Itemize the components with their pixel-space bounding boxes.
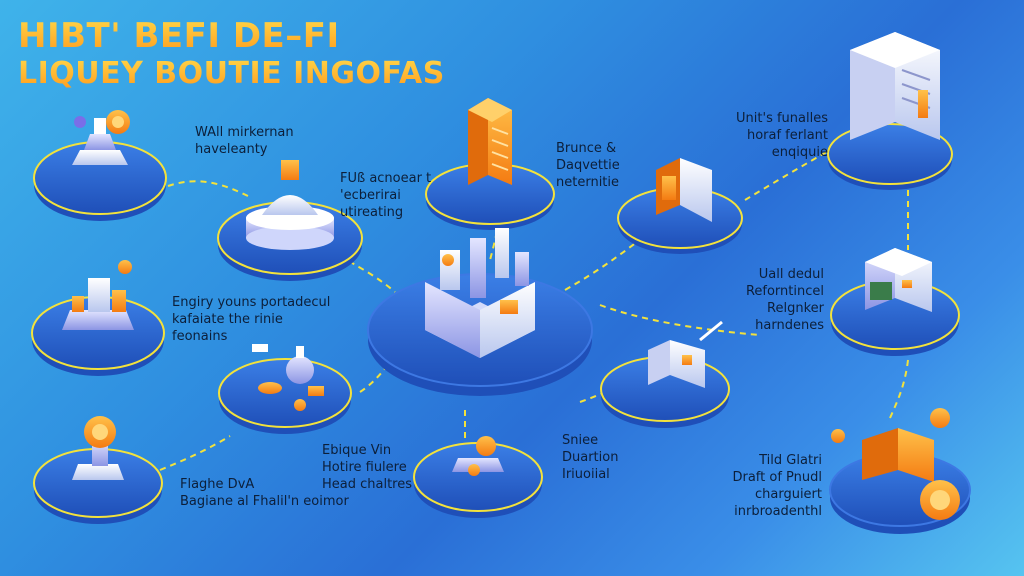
platforms [31,123,971,534]
platform-mini-city [31,296,165,376]
central-city-icon [425,228,535,358]
coin-base-icon [452,436,504,476]
connector-line [359,359,393,393]
platform-coin-sign [33,448,163,524]
platform-bottom-center [413,442,543,518]
page-title: HIBT' BEFI DE–FI [18,16,340,56]
connector-line [159,435,231,471]
connector-line [744,149,831,201]
platform-lab [218,358,352,434]
connector-line [889,359,909,419]
connector-line [579,377,631,403]
orange-server-icon [468,98,512,185]
coin-sign-icon [72,416,124,480]
warehouse-box-icon [656,158,712,222]
coin-tower-icon [72,110,130,165]
platform-top-left [33,141,167,221]
connector-line [599,304,761,336]
mini-city-icon [62,260,134,330]
connector-line [329,249,396,293]
lab-flask-icon [252,344,324,411]
platform-document [827,123,953,190]
treasure-coins-icon [831,408,960,520]
document-stack-icon [850,32,940,140]
connector-line [167,180,249,197]
dome-building-icon [246,160,334,250]
cash-register-icon [648,320,723,388]
page-subtitle: LIQUEY BOUTIE INGOFAS [18,56,445,91]
shop-building-icon [865,248,932,312]
platform-server [425,163,555,230]
